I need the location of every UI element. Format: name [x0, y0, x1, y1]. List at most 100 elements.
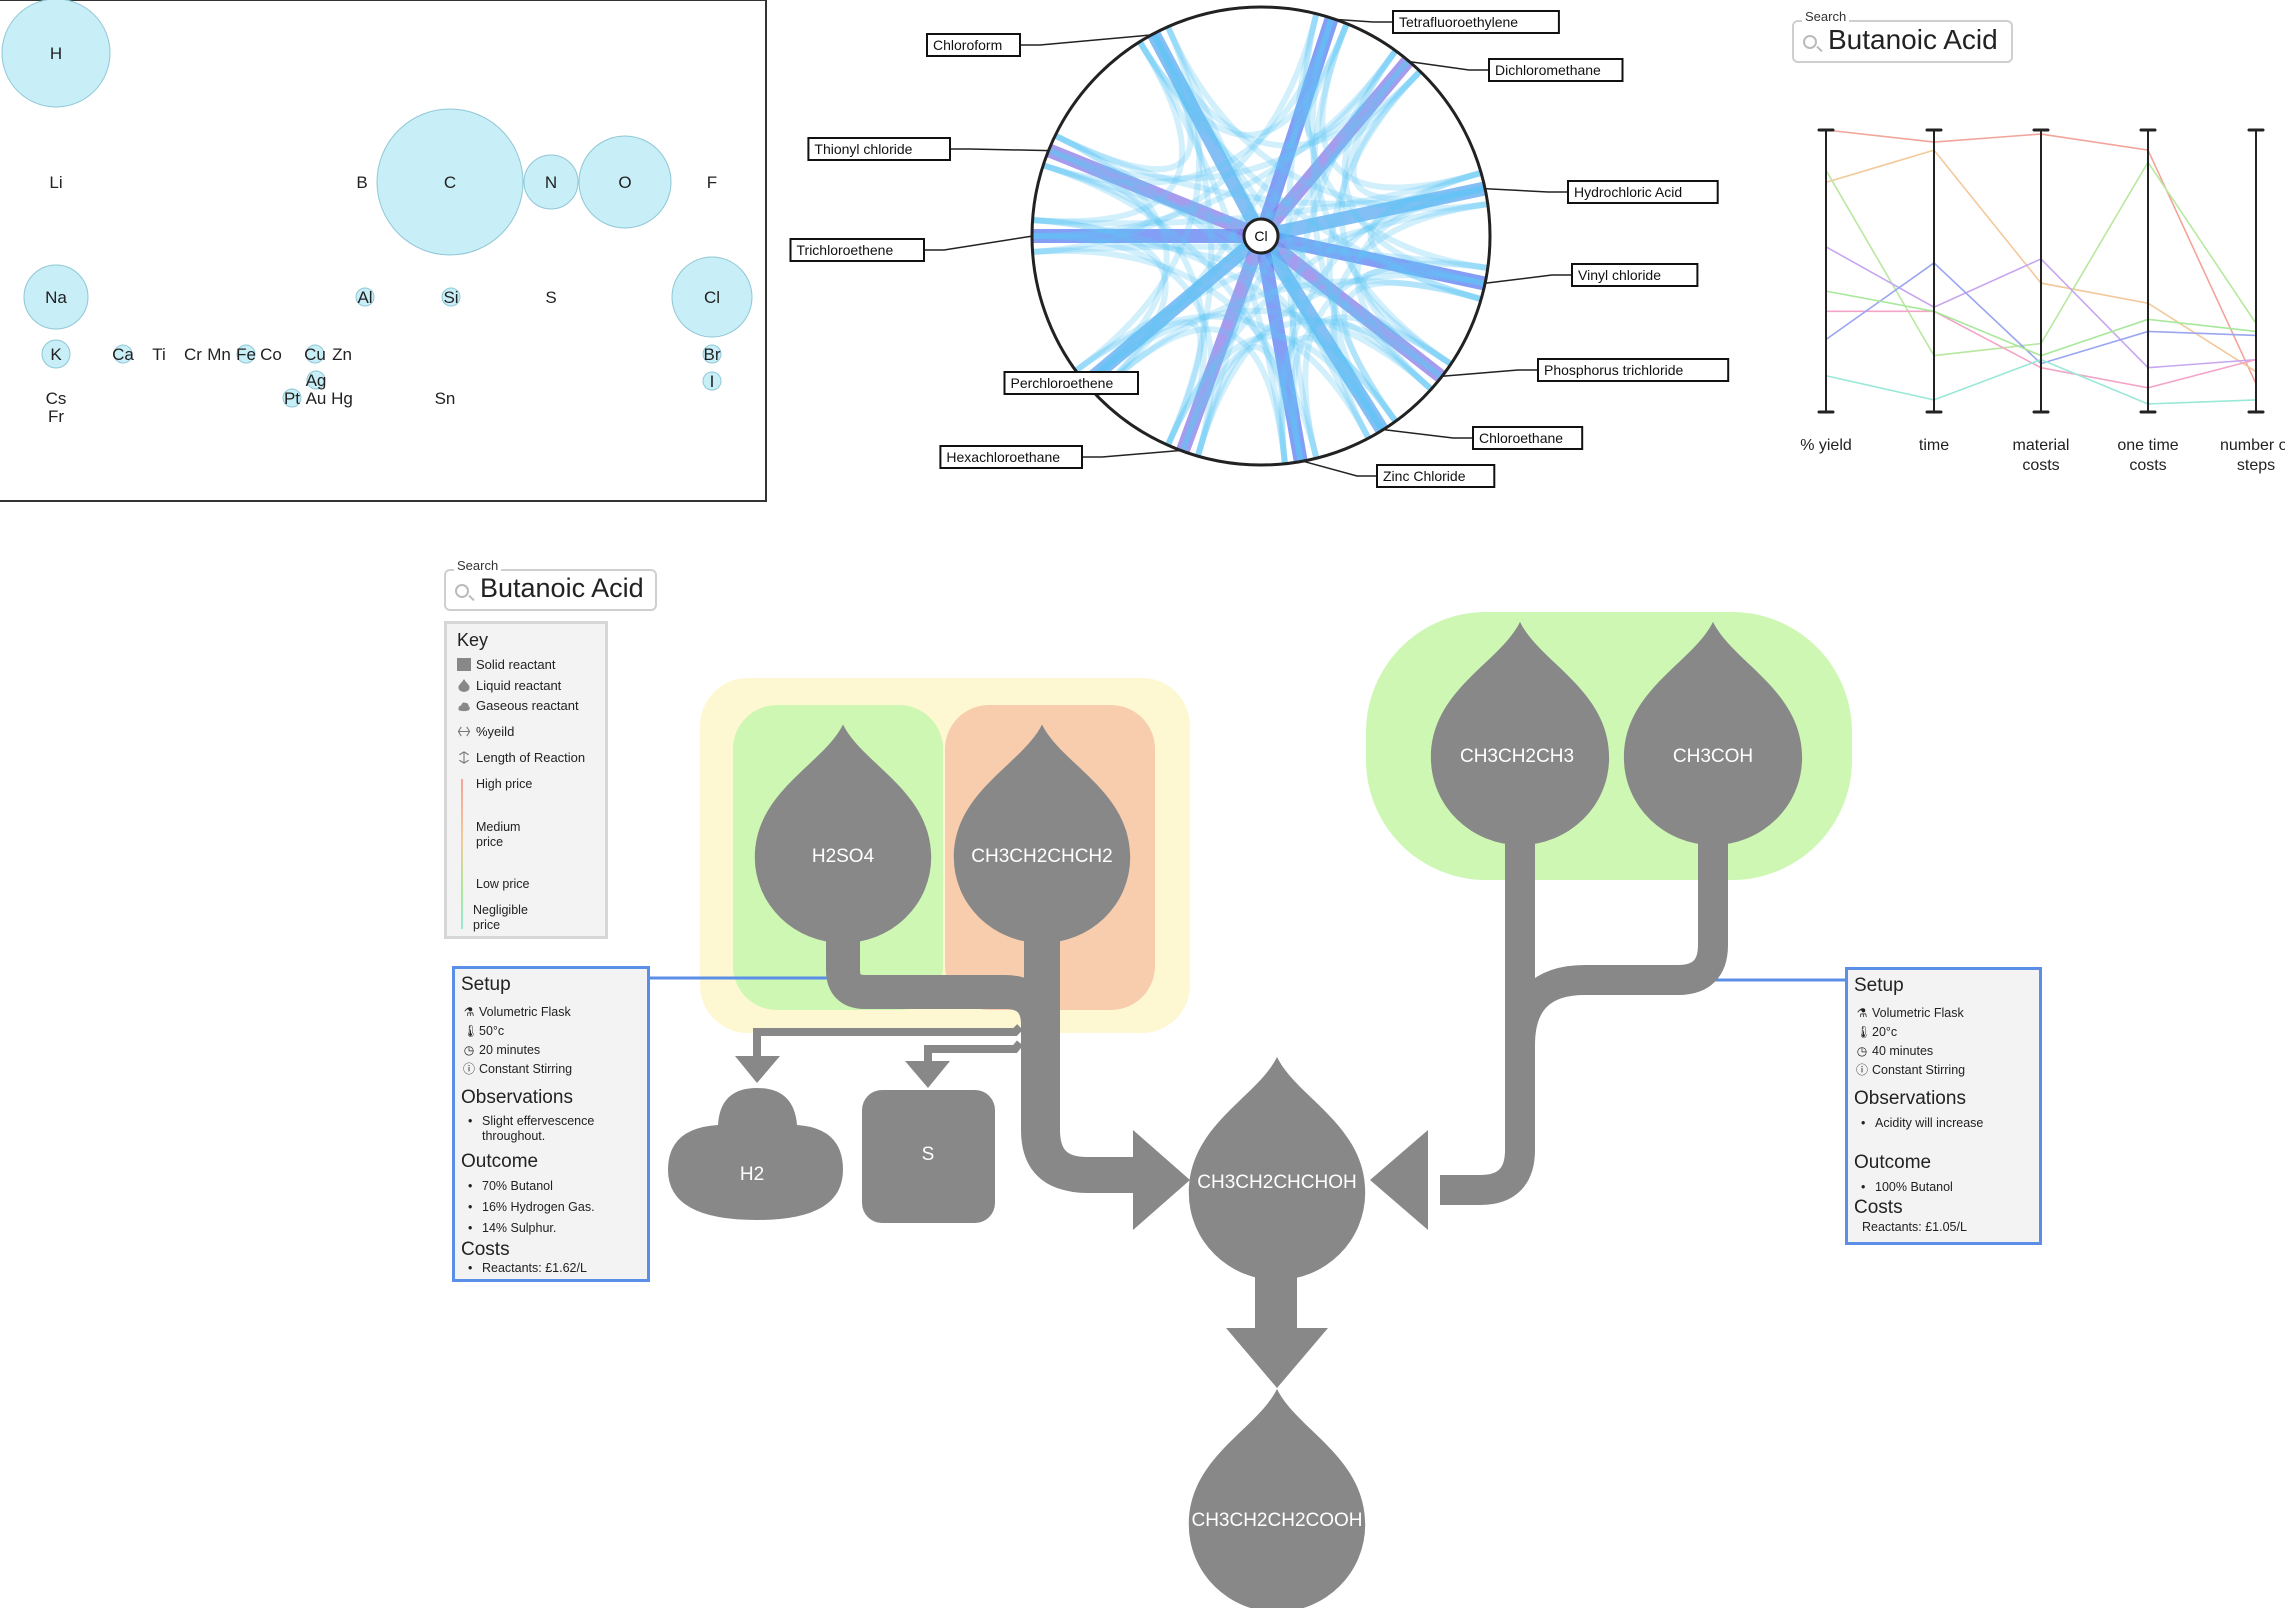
- element-ti[interactable]: Ti: [152, 345, 166, 364]
- element-cl[interactable]: Cl: [671, 256, 753, 338]
- main-search-value[interactable]: Butanoic Acid: [480, 573, 644, 603]
- element-hg[interactable]: Hg: [331, 389, 353, 408]
- chord-ribbon: [1290, 314, 1452, 462]
- pipe-to-h2: [753, 1024, 1023, 1060]
- element-o[interactable]: O: [578, 135, 672, 229]
- reaction-flow-diagram: H2SO4 CH3CH2CHCH2 H2 S CH3CH2CHCHOH CH3C…: [647, 612, 1852, 1608]
- chord-label-5[interactable]: Chloroethane: [1381, 426, 1584, 450]
- main-search-box[interactable]: Search Butanoic Acid: [444, 558, 657, 611]
- setup-temperature: 🌡20°c: [1856, 1025, 1897, 1040]
- element-c[interactable]: C: [376, 108, 524, 256]
- chord-diagram: TetrafluoroethyleneDichloromethaneHydroc…: [789, 5, 1730, 488]
- clock-icon: ◷: [463, 1043, 475, 1057]
- element-s[interactable]: S: [545, 288, 556, 307]
- element-sn[interactable]: Sn: [435, 389, 456, 408]
- chord-label-8[interactable]: Perchloroethene: [1003, 371, 1139, 395]
- chord-center-node[interactable]: [1242, 217, 1280, 255]
- cost-item: Reactants: £1.62/L: [468, 1261, 587, 1276]
- outcome-item: 100% Butanol: [1861, 1180, 1953, 1195]
- outcome-heading: Outcome: [461, 1151, 539, 1172]
- element-n[interactable]: N: [523, 154, 579, 210]
- element-fe[interactable]: Fe: [236, 344, 256, 364]
- chord-label-text: Tetrafluoroethylene: [1399, 14, 1518, 30]
- element-k[interactable]: K: [41, 339, 71, 369]
- node-ch3ch2chchoh-liquid[interactable]: [1188, 1056, 1366, 1280]
- node-s-label: S: [922, 1144, 935, 1165]
- setup-panel-left[interactable]: Setup ⚗Volumetric Flask 🌡50°c ◷20 minute…: [452, 966, 650, 1282]
- element-al[interactable]: Al: [355, 287, 375, 307]
- element-symbol: Na: [45, 288, 67, 307]
- chord-label-3[interactable]: Vinyl chloride: [1483, 263, 1699, 287]
- element-i[interactable]: I: [702, 371, 722, 391]
- chord-spoke: [1046, 144, 1264, 243]
- chord-label-6[interactable]: Zinc Chloride: [1300, 459, 1496, 488]
- element-na[interactable]: Na: [23, 264, 89, 330]
- chord-ribbon: [1304, 18, 1398, 140]
- element-ag[interactable]: Ag: [306, 370, 327, 390]
- node-s-solid[interactable]: [862, 1090, 995, 1223]
- element-pt[interactable]: Pt: [282, 388, 302, 408]
- chord-label-10[interactable]: Thionyl chloride: [807, 137, 1050, 161]
- pipe-ch3coh: [1505, 830, 1728, 1046]
- top-search-value[interactable]: Butanoic Acid: [1828, 24, 1998, 55]
- chord-ribbon: [1195, 344, 1304, 462]
- chord-label-9[interactable]: Trichloroethene: [789, 235, 1034, 262]
- chord-label-box: [939, 445, 1084, 469]
- element-symbol: B: [356, 173, 367, 192]
- chord-label-4[interactable]: Phosphorus trichloride: [1440, 358, 1730, 382]
- chord-label-1[interactable]: Dichloromethane: [1407, 58, 1624, 82]
- top-search-box[interactable]: Search Butanoic Acid: [1792, 9, 2013, 63]
- outcome-item: 70% Butanol: [468, 1179, 553, 1194]
- chord-label-0[interactable]: Tetrafluoroethylene: [1331, 10, 1560, 34]
- chord-ribbon: [1048, 59, 1410, 182]
- element-co[interactable]: Co: [260, 345, 282, 364]
- node-ch3ch2ch2cooh-liquid[interactable]: [1188, 1388, 1366, 1608]
- element-mn[interactable]: Mn: [207, 345, 231, 364]
- element-br[interactable]: Br: [702, 344, 722, 364]
- element-si[interactable]: Si: [441, 287, 461, 307]
- element-b[interactable]: B: [356, 173, 367, 192]
- chord-label-box: [1003, 371, 1139, 395]
- setup-panel-right[interactable]: Setup ⚗Volumetric Flask 🌡20°c ◷40 minute…: [1845, 967, 2042, 1245]
- chord-ribbon: [1033, 217, 1398, 423]
- key-yield: %yeild: [457, 724, 514, 739]
- element-f[interactable]: F: [707, 173, 717, 192]
- node-h2so4-label: H2SO4: [812, 846, 875, 867]
- chord-leader-line: [1483, 187, 1568, 193]
- element-symbol: N: [545, 173, 557, 192]
- element-symbol: Pt: [284, 389, 300, 408]
- chord-spoke: [1256, 230, 1445, 382]
- element-ca[interactable]: Ca: [112, 344, 134, 364]
- pc-axis-1[interactable]: time: [1919, 128, 1949, 454]
- chord-label-7[interactable]: Hexachloroethane: [939, 445, 1184, 469]
- chord-ribbon: [1033, 247, 1320, 458]
- chord-label-11[interactable]: Chloroform: [926, 33, 1155, 57]
- chord-ribbon: [1326, 69, 1422, 431]
- chord-ribbon: [1033, 14, 1320, 255]
- element-bubble: [41, 339, 71, 369]
- key-liquid: Liquid reactant: [457, 678, 561, 693]
- pc-axis-0[interactable]: % yield: [1800, 128, 1852, 454]
- element-zn[interactable]: Zn: [332, 345, 352, 364]
- chord-ribbon: [1165, 333, 1385, 446]
- node-h2-gas[interactable]: [668, 1088, 843, 1220]
- element-cr[interactable]: Cr: [184, 345, 202, 364]
- chord-spoke: [1255, 56, 1413, 241]
- key-gas-label: Gaseous reactant: [476, 698, 579, 713]
- element-h[interactable]: H: [1, 0, 111, 108]
- element-au[interactable]: Au: [306, 389, 327, 408]
- chord-label-box: [1537, 358, 1730, 382]
- chord-label-2[interactable]: Hydrochloric Acid: [1483, 180, 1719, 204]
- chord-ribbon: [1151, 33, 1433, 391]
- chord-label-box: [1472, 426, 1584, 450]
- element-symbol: Al: [357, 288, 372, 307]
- element-fr[interactable]: Fr: [48, 407, 64, 426]
- element-cu[interactable]: Cu: [304, 344, 326, 364]
- element-cs[interactable]: Cs: [46, 389, 67, 408]
- element-li[interactable]: Li: [49, 173, 62, 192]
- search-icon: [455, 584, 469, 598]
